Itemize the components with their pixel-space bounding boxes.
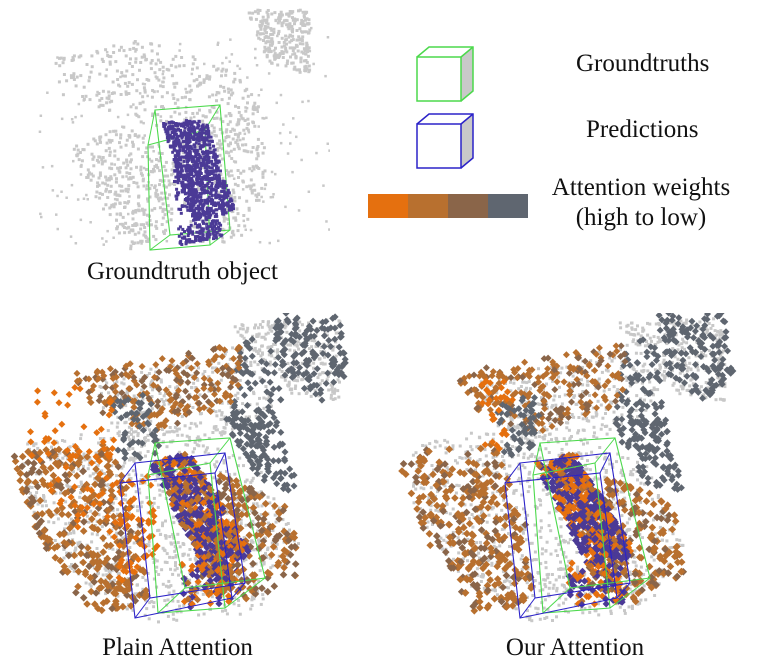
our-attention-panel — [385, 313, 761, 631]
caption-plain-attention: Plain Attention — [102, 634, 253, 661]
caption-groundtruth-object: Groundtruth object — [87, 258, 278, 285]
groundtruth-box-icon — [416, 46, 474, 102]
legend: Groundtruths Predictions Attention weigh… — [360, 40, 760, 250]
legend-predictions-label: Predictions — [586, 116, 699, 143]
attention-swatch-2 — [408, 194, 448, 218]
legend-groundtruths-label: Groundtruths — [576, 50, 710, 77]
legend-attention-label-line1: Attention weights — [551, 174, 731, 201]
groundtruth-point-cloud — [38, 8, 330, 251]
plain-attention-panel — [0, 313, 375, 631]
plain-attention-point-cloud — [10, 313, 349, 624]
legend-attention-label-line2: (high to low) — [575, 204, 707, 231]
prediction-box-icon — [416, 113, 474, 169]
attention-swatch-3 — [448, 194, 488, 218]
attention-weights-colorbar — [368, 194, 528, 218]
caption-our-attention: Our Attention — [505, 634, 645, 661]
groundtruth-object-panel — [30, 5, 330, 260]
attention-swatch-1 — [368, 194, 408, 218]
our-attention-point-cloud — [398, 313, 737, 623]
attention-swatch-4 — [488, 194, 528, 218]
